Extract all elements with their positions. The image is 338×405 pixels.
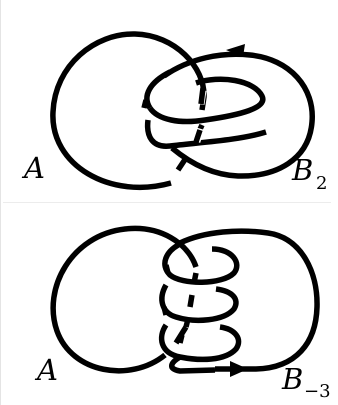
- component-b-winding-2: [144, 119, 267, 149]
- circle-a-under-2: [193, 129, 203, 143]
- link-diagram-top: A B 2: [21, 31, 327, 194]
- label-a-bottom: A: [34, 353, 58, 387]
- component-b-tail: [169, 354, 216, 374]
- circle-a-under-4: [177, 334, 185, 344]
- circle-a-under-1: [191, 272, 199, 284]
- component-b-winding-2: [159, 283, 239, 324]
- link-diagram-bottom: A B −3: [34, 225, 331, 402]
- circle-a: [50, 31, 207, 190]
- component-b-outer: [162, 51, 315, 179]
- panel-divider: [3, 202, 331, 203]
- component-b-winding-1: [144, 69, 172, 110]
- component-b-outer: [178, 228, 320, 372]
- circle-a-under-4: [141, 99, 149, 109]
- component-b-winding-1: [162, 240, 240, 285]
- circle-a-under-5: [163, 264, 171, 274]
- label-b-subscript-top: 2: [316, 173, 327, 194]
- frame-border: [0, 0, 1, 405]
- label-b-top: B: [291, 153, 313, 187]
- circle-a-under-3: [183, 318, 191, 328]
- circle-a-under-6: [161, 306, 169, 316]
- label-b-subscript-bottom: −3: [304, 381, 331, 402]
- label-a-top: A: [21, 151, 45, 185]
- component-b-winding-3: [158, 323, 242, 363]
- orientation-arrow-bottom: [230, 361, 248, 377]
- orientation-arrow-top: [226, 44, 245, 57]
- label-b-bottom: B: [281, 362, 303, 396]
- circle-a-under-2: [187, 294, 195, 308]
- crossing-gap-1: [191, 89, 207, 105]
- circle-a: [50, 225, 199, 374]
- circle-a-under-3: [175, 156, 189, 172]
- circle-a-under-1: [198, 87, 206, 105]
- component-b-winding-1b: [147, 76, 266, 125]
